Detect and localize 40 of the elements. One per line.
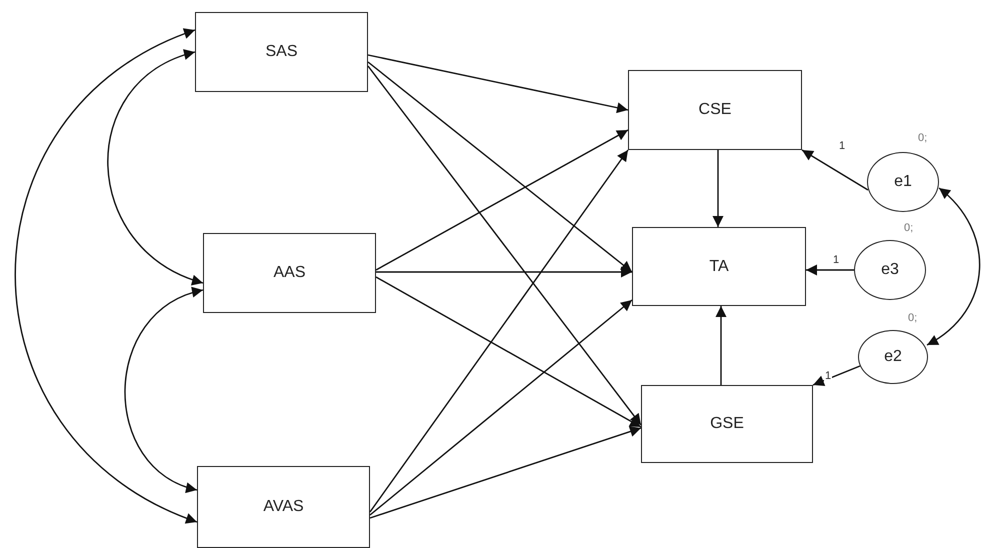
node-label: e2 bbox=[884, 348, 902, 366]
variance-label: 0; bbox=[908, 312, 918, 324]
error-term-circle bbox=[858, 330, 928, 384]
node-label: e1 bbox=[894, 173, 912, 191]
path-arrow bbox=[802, 149, 868, 191]
variable-box bbox=[632, 227, 806, 306]
path-arrow bbox=[367, 66, 642, 426]
path-arrow bbox=[812, 365, 860, 386]
path-arrow bbox=[716, 306, 726, 385]
variable-box bbox=[641, 385, 813, 463]
node-label: TA bbox=[709, 258, 729, 276]
variable-box bbox=[197, 466, 370, 548]
edge-label: 1 bbox=[832, 254, 840, 266]
path-arrow bbox=[376, 129, 628, 271]
covariance-arrow bbox=[124, 288, 204, 492]
variable-box bbox=[628, 70, 802, 150]
node-label: AVAS bbox=[263, 498, 304, 516]
variance-label: 0; bbox=[904, 222, 914, 234]
node-label: SAS bbox=[265, 43, 298, 61]
path-arrow bbox=[376, 266, 632, 278]
path-arrow bbox=[368, 54, 628, 114]
path-arrow bbox=[369, 150, 629, 512]
path-arrow bbox=[370, 426, 642, 519]
path-arrow bbox=[370, 299, 632, 516]
variable-box bbox=[195, 12, 368, 92]
node-label: AAS bbox=[273, 264, 306, 282]
node-label: e3 bbox=[881, 261, 899, 279]
path-arrow bbox=[806, 264, 854, 276]
covariance-arrow bbox=[14, 29, 198, 523]
edge-label: 1 bbox=[838, 140, 846, 152]
covariance-arrow bbox=[107, 50, 204, 284]
edge-label: 1 bbox=[824, 370, 832, 382]
path-arrow bbox=[368, 61, 632, 273]
path-arrow bbox=[376, 276, 642, 428]
path-arrow bbox=[712, 150, 724, 227]
variable-box bbox=[203, 233, 376, 313]
node-label: GSE bbox=[710, 415, 744, 433]
node-label: CSE bbox=[698, 101, 732, 119]
covariance-arrow bbox=[926, 187, 980, 346]
variance-label: 0; bbox=[918, 132, 928, 144]
